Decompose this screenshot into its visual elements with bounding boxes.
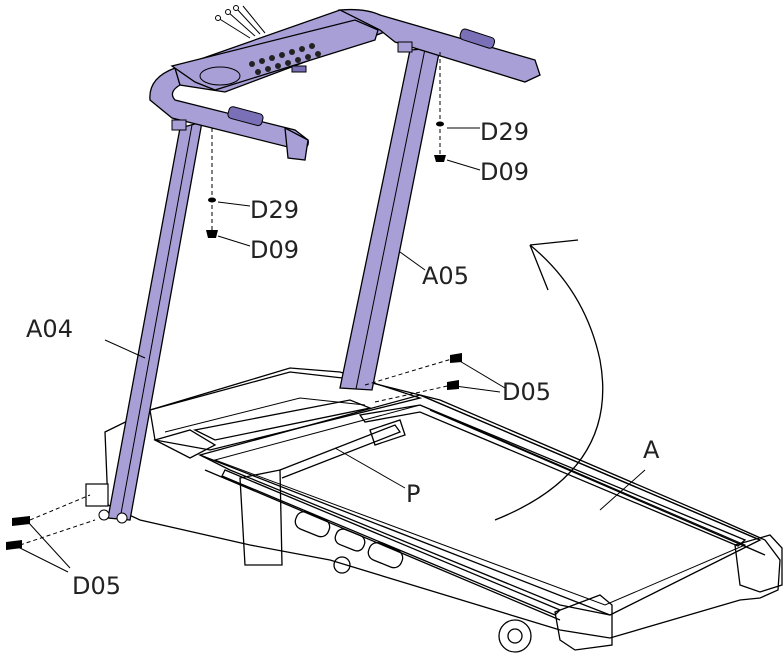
- leader-lines: [17, 127, 646, 573]
- label-d09-lower: D09: [250, 236, 299, 264]
- label-a04: A04: [26, 315, 73, 343]
- upright-a04: [85, 121, 203, 524]
- console-buttons: [249, 43, 321, 75]
- handlebar-console: [149, 5, 541, 161]
- label-a: A: [643, 436, 660, 464]
- label-d29-upper: D29: [480, 118, 529, 146]
- label-d05-right: D05: [502, 378, 551, 406]
- label-d05-left: D05: [72, 572, 121, 600]
- part-labels: D29 D09 D29 D09 A05 A04 D05 P A D05: [26, 118, 660, 600]
- treadmill-base: [104, 367, 783, 653]
- label-p: P: [406, 480, 420, 508]
- fold-arrow: [494, 239, 604, 521]
- label-a05: A05: [422, 262, 469, 290]
- packaging-strap: [192, 399, 406, 566]
- label-d29-lower: D29: [250, 196, 299, 224]
- label-d09-upper: D09: [480, 158, 529, 186]
- upright-a05: [339, 47, 441, 391]
